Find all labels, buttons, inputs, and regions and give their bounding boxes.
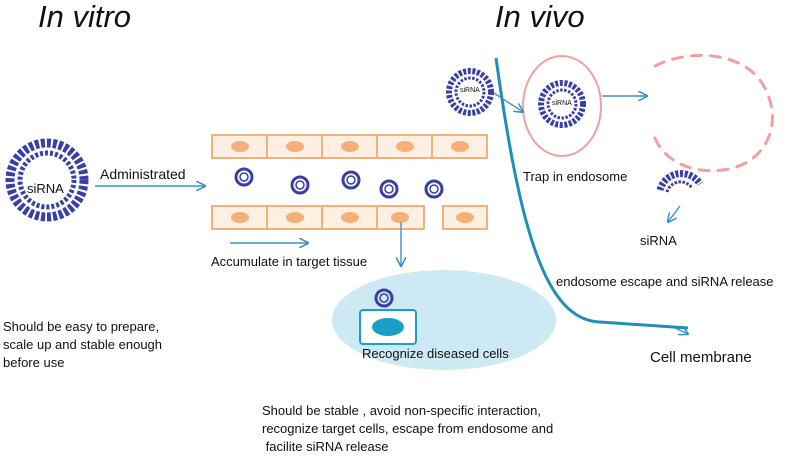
recognize-label: Recognize diseased cells [362,346,509,361]
heading-in-vivo: In vivo [495,0,585,34]
sirna-nanoparticle-in-endosome [538,80,586,128]
broken-nanoparticle-inner [665,180,694,193]
circulating-nanoparticles [234,167,444,308]
accumulate-label: Accumulate in target tissue [211,254,368,269]
sirna-label-small: siRNA [460,87,480,94]
sirna-nanoparticle-small [446,68,494,116]
in-vivo-note: Should be stable , avoid non-specific in… [262,402,553,456]
in-vivo-note-line: recognize target cells, escape from endo… [262,421,554,436]
cell-membrane-label: Cell membrane [650,349,752,366]
in-vivo-note-line: facilite siRNA release [262,439,389,454]
tissue-cells-top-row [211,134,488,159]
cell-membrane [494,57,689,330]
in-vitro-note: Should be easy to prepare, scale up and … [3,318,162,372]
diseased-cell-nucleus [372,318,404,336]
in-vitro-note-line: Should be easy to prepare, [3,319,160,334]
in-vitro-note-line: scale up and stable enough [3,337,163,352]
in-vitro-note-line: before use [3,355,65,370]
escape-label: endosome escape and siRNA release [556,274,774,289]
arrow-to-endosome [493,92,523,112]
ruptured-endosome [650,53,774,173]
broken-nanoparticle [656,170,703,192]
tissue-cells-bottom-row [211,205,488,230]
administrated-label: Administrated [100,166,186,182]
in-vivo-note-line: Should be stable , avoid non-specific in… [262,403,541,418]
sirna-label-endosome: siRNA [552,100,572,107]
sirna-label-large: siRNA [27,181,64,196]
trap-label: Trap in endosome [523,169,628,184]
sirna-free-label: siRNA [640,233,677,248]
sirna-nanoparticle-large [5,138,89,222]
arrow-membrane-end [674,328,688,334]
flow-arrows [95,93,688,334]
arrow-to-sirna-release [668,205,681,222]
heading-in-vitro: In vitro [38,0,132,34]
